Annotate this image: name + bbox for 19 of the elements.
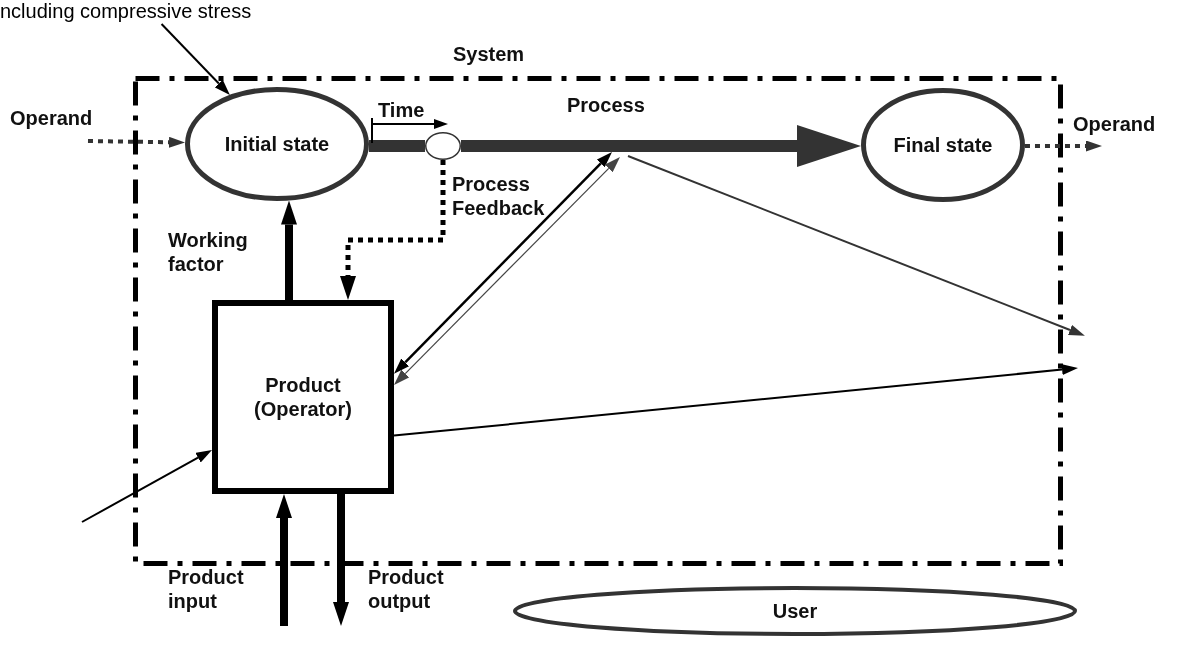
edge-label: Product input [168,565,245,613]
edge-label: Operand [10,106,93,130]
node-label: Final state [892,133,994,157]
state-ellipse [185,87,369,201]
operator-box [212,300,394,494]
edge-label: Product output [368,565,445,613]
node-label: Initial state [223,132,331,156]
node-label: Product (Operator) [253,373,353,421]
time-label: Time [378,98,425,122]
edge-label: Working factor [168,228,249,276]
edge-label: Operand [1073,112,1156,136]
user-ellipse [513,586,1077,636]
system-label: System [453,42,525,66]
node-label: User [771,599,819,623]
annotation-text: ncluding compressive stress [0,0,330,24]
state-ellipse [861,88,1025,202]
edge-label: Process [567,93,645,117]
edge-label: Process Feedback [452,172,546,220]
process-point-circle [425,132,461,160]
